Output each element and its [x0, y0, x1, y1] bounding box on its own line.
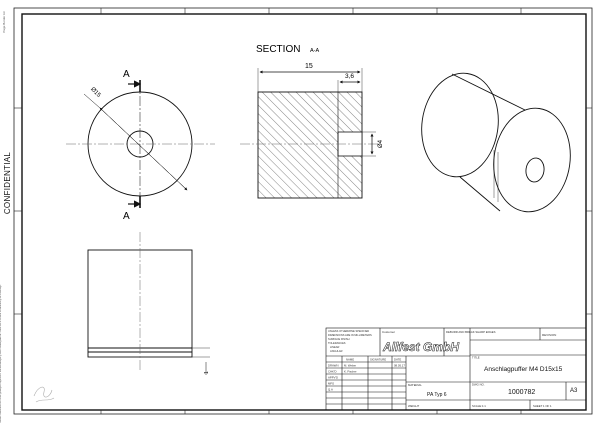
signature-mark [33, 386, 55, 403]
drawn-date: 08.05.17 [394, 364, 405, 368]
deburr-label: DEBURR AND BREAK SHARP EDGES [446, 330, 496, 334]
page-border-label: Page Border A3 [2, 11, 6, 33]
cut-mark-bottom: A [123, 211, 130, 222]
general-notes: UNLESS OTHERWISE SPECIFIED DIMENSIONS AR… [328, 329, 372, 353]
dim-chamfer: 1 [204, 371, 210, 374]
title-label: TITLE [472, 356, 480, 360]
dim-diameter-outer: Ø15 [89, 87, 102, 100]
isometric-view [421, 72, 571, 213]
customer-label: Customer [382, 330, 395, 334]
weight-label: WEIGHT [408, 404, 419, 408]
material-value: PA Typ 6 [427, 392, 447, 398]
role-qa: Q.A [328, 388, 333, 392]
copyright-note: Dieses Dokument ist unser geistiges Eige… [0, 284, 2, 423]
confidential-label: CONFIDENTIAL [3, 151, 12, 215]
dwg-label: DWG NO. [472, 383, 485, 387]
note-line: TOLERANCES [328, 341, 346, 345]
dim-length: 15 [305, 63, 313, 70]
role-approved: APPV'D [328, 376, 338, 380]
note-line: ANGULAR [330, 349, 343, 353]
col-signature: SIGNATURE [370, 358, 386, 362]
role-checked: CHK'D [328, 370, 336, 374]
company-logo: Allfest GmbH [382, 340, 459, 354]
front-view [66, 80, 215, 208]
scale-label: SCALE:1:1 [472, 404, 486, 408]
part-title: Anschlagpuffer M4 D15x15 [484, 366, 563, 373]
note-line: DIMENSIONS ARE IN MILLIMETERS [328, 333, 372, 337]
col-name: NAME [346, 358, 354, 362]
col-date: DATE [394, 358, 401, 362]
dim-bore-diameter: Ø4 [378, 139, 384, 148]
role-drawn: DRAWN [328, 364, 338, 368]
sheet-label: SHEET 1 OF 1 [533, 404, 552, 408]
section-title: SECTION [256, 44, 300, 55]
side-view [87, 232, 210, 375]
cut-mark-top: A [123, 69, 130, 80]
section-letters: A-A [310, 48, 320, 54]
drawing-number: 1000782 [508, 389, 535, 396]
note-line: SURFACE FINISH [328, 337, 350, 341]
revision-label: REVISION [542, 333, 556, 337]
section-view [240, 68, 380, 199]
role-mfg: MFG [328, 382, 334, 386]
outer-border [13, 7, 593, 415]
material-label: MATERIAL [408, 383, 422, 387]
note-line: LINEAR [330, 345, 339, 349]
inner-border [21, 13, 587, 411]
note-line: UNLESS OTHERWISE SPECIFIED [328, 329, 369, 333]
sheet-size: A3 [570, 388, 578, 394]
checked-by: K. Fischer [344, 370, 357, 374]
zone-ticks [14, 8, 592, 414]
drawn-by: M. Weber [344, 364, 356, 368]
dim-bore-depth: 3,6 [345, 73, 354, 80]
title-block [325, 327, 587, 411]
